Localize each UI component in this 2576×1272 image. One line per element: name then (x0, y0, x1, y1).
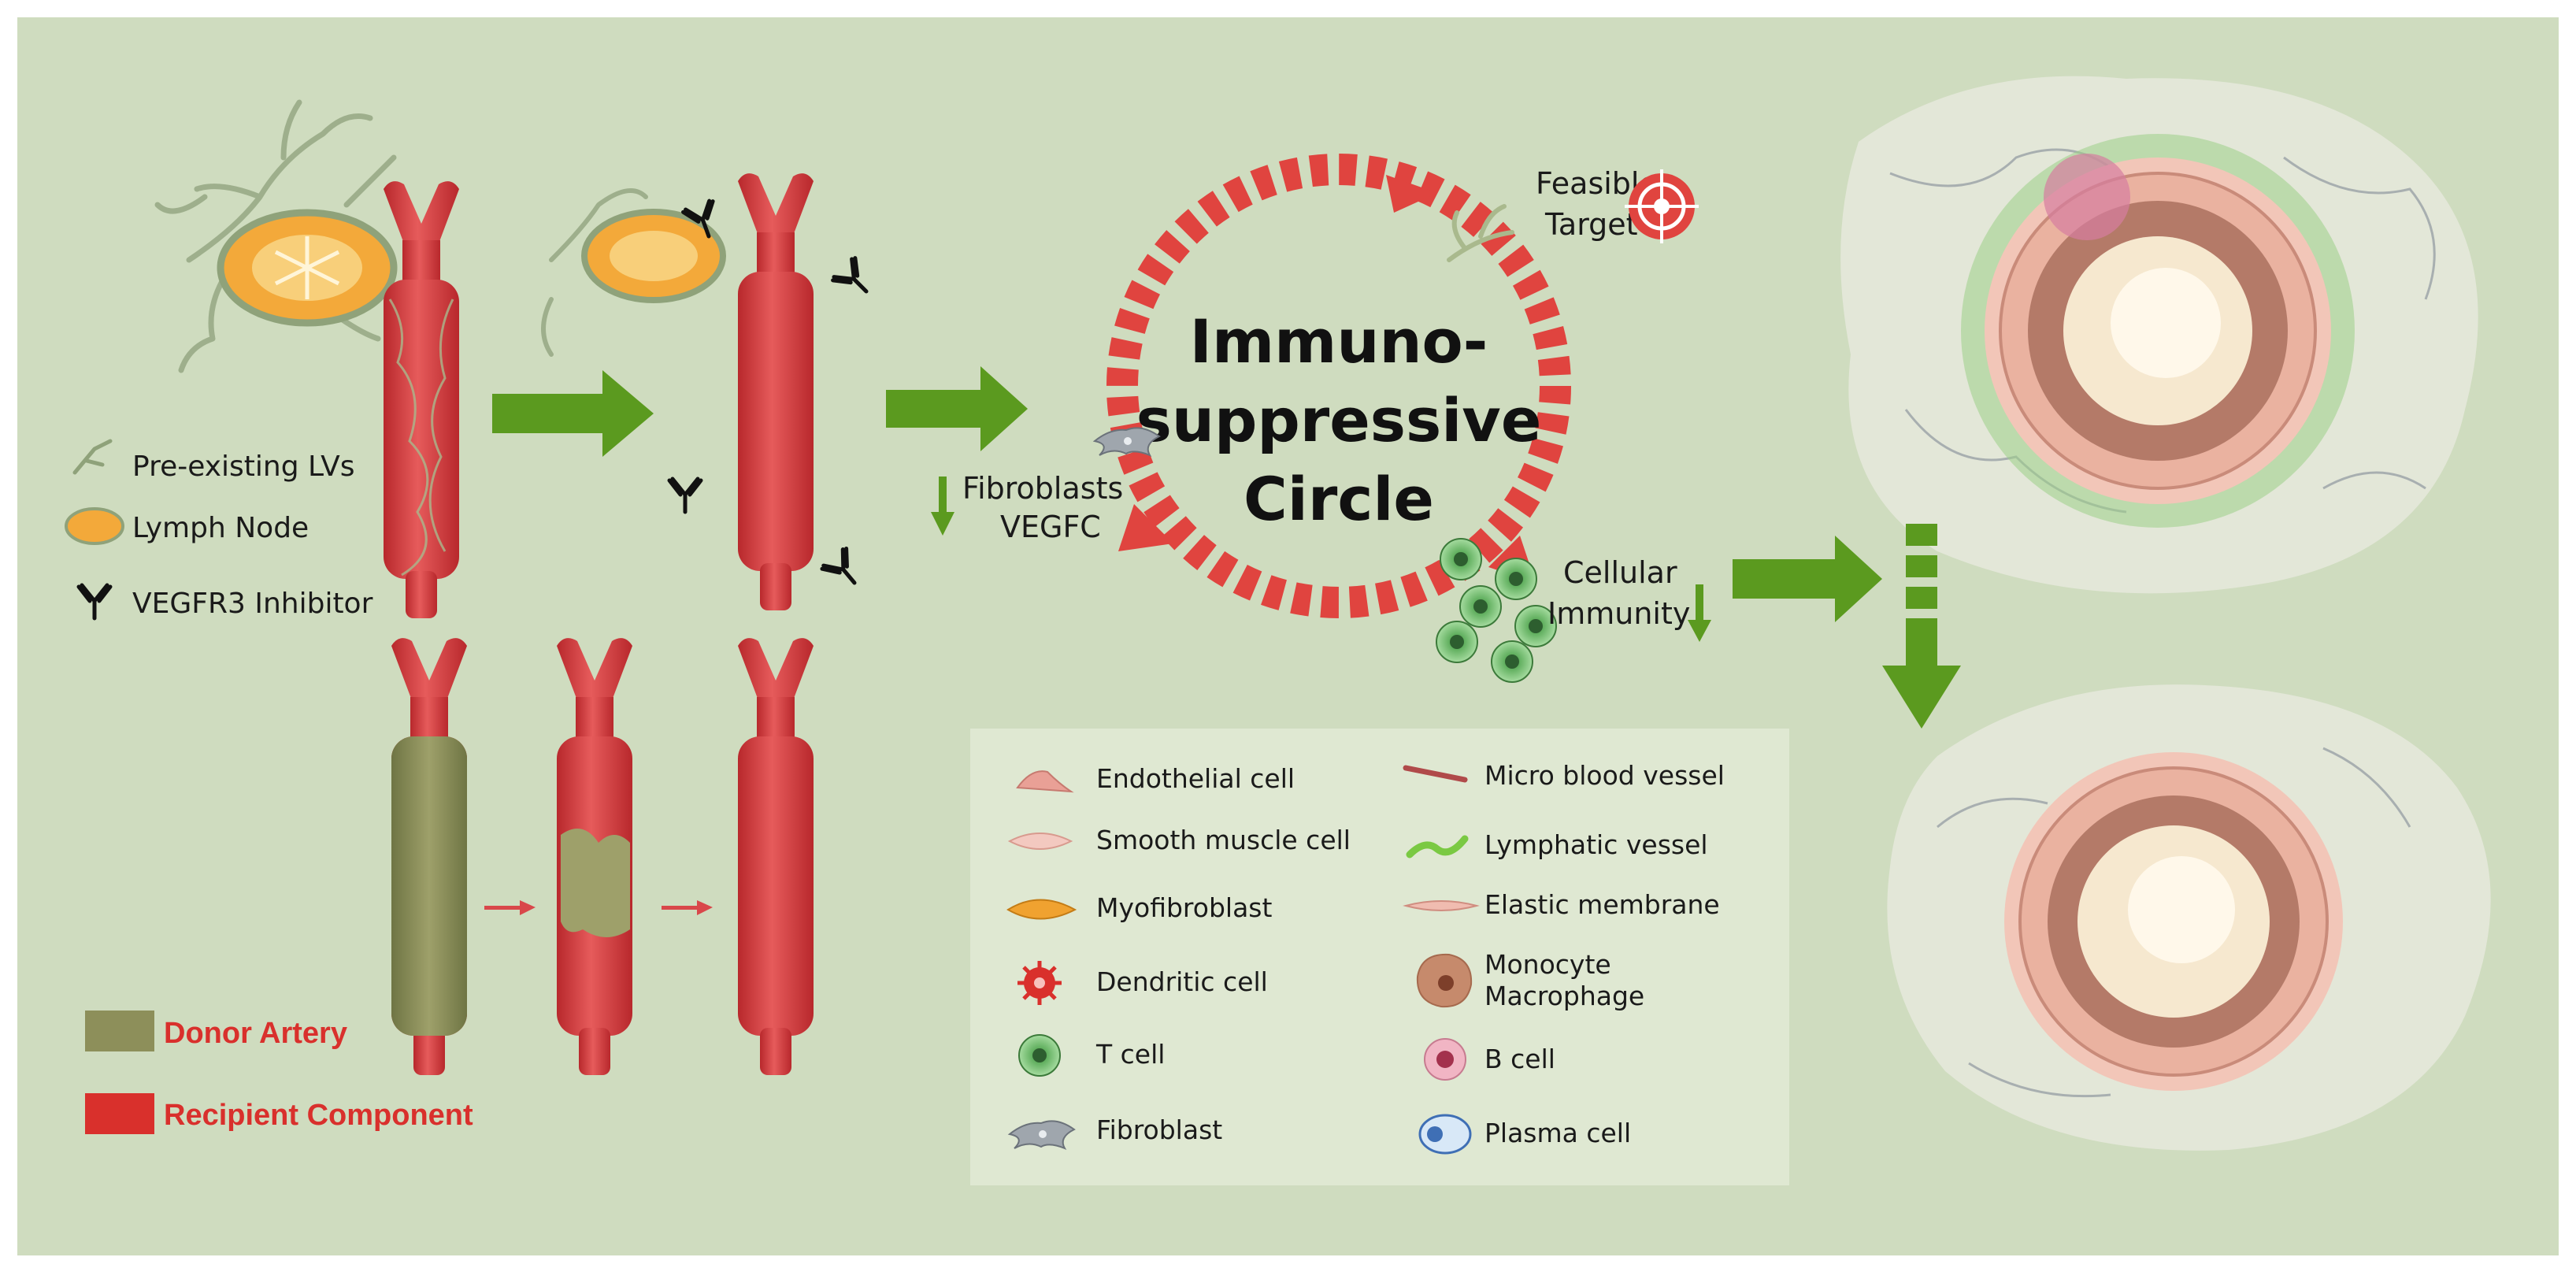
arrow-1 (492, 394, 602, 433)
micro-vessel-icon (1403, 765, 1468, 783)
elastic-membrane-icon (1403, 900, 1480, 911)
legend-vegfr3-inhibitor: VEGFR3 Inhibitor (132, 588, 373, 620)
legend-macrophage: Macrophage (1484, 981, 1644, 1011)
cross-section-resolved (1887, 684, 2491, 1151)
legend-t-cell: T cell (1095, 1039, 1165, 1070)
lymphatic-vessel-icon (1406, 835, 1469, 859)
legend-plasma: Plasma cell (1484, 1118, 1631, 1148)
circle-arrowhead-top (1386, 175, 1437, 213)
legend-fibroblast: Fibroblast (1096, 1114, 1222, 1145)
legend-lymph-node-icon (65, 507, 124, 545)
donor-artery-label: Donor Artery (164, 1017, 347, 1050)
lymph-mesh-left (388, 299, 454, 577)
recipient-component-label: Recipient Component (164, 1099, 473, 1132)
t-cell-icon (1018, 1034, 1061, 1077)
vegfc-label: VEGFC (1000, 510, 1101, 544)
endothelial-icon (1016, 770, 1074, 793)
circle-title-line1: Immuno- (1190, 306, 1488, 376)
cellular-label: Cellular (1563, 555, 1677, 590)
dendritic-icon (1017, 961, 1062, 1005)
circle-arrowhead-left (1118, 504, 1173, 551)
arrow-3 (1733, 559, 1835, 599)
target-label: Target (1544, 207, 1638, 242)
arrow-2 (886, 390, 980, 428)
donor-swatch (85, 1011, 154, 1051)
legend-elastic: Elastic membrane (1484, 889, 1720, 920)
recipient-swatch (85, 1093, 154, 1134)
monocyte-icon (1416, 953, 1473, 1008)
b-cell-icon (1424, 1038, 1466, 1081)
legend-myofibroblast: Myofibroblast (1096, 892, 1272, 923)
small-arrow-2 (662, 906, 697, 910)
feasible-target-lv-icon (1447, 204, 1514, 262)
smooth-muscle-icon (1007, 833, 1073, 850)
fibroblast-down-arrow (939, 477, 947, 512)
target-icon (1625, 169, 1699, 243)
immunity-down-arrow (1696, 584, 1703, 620)
plasma-cell-icon (1418, 1114, 1472, 1155)
lymph-network-left (154, 99, 397, 373)
legend-micro-vessel: Micro blood vessel (1484, 760, 1725, 791)
circle-title-line3: Circle (1244, 464, 1434, 534)
legend-b-cell: B cell (1484, 1044, 1555, 1074)
arrow-4-segment-1 (1906, 524, 1937, 546)
small-arrow-1 (484, 906, 520, 910)
cell-legend-box (970, 729, 1789, 1185)
legend-endothelial: Endothelial cell (1096, 763, 1295, 794)
circle-title-line2: suppressive (1136, 385, 1542, 455)
artery-donor (391, 638, 467, 1075)
lymph-network-mid (541, 188, 648, 357)
legend-pre-existing-lvs: Pre-existing LVs (132, 451, 355, 483)
lymph-node-icon (217, 209, 398, 327)
legend-dendritic: Dendritic cell (1096, 966, 1268, 997)
cross-section-inflamed (1840, 76, 2478, 594)
legend-lvs-icon (72, 439, 113, 475)
legend-lymph-node: Lymph Node (132, 512, 309, 544)
fibroblasts-label: Fibroblasts (962, 471, 1123, 506)
myofibroblast-icon (1006, 899, 1077, 920)
legend-monocyte: Monocyte (1484, 949, 1611, 980)
immunosuppressive-circle-ring (1106, 154, 1571, 618)
artery-partial (557, 638, 632, 1075)
legend-smooth-muscle: Smooth muscle cell (1096, 825, 1351, 855)
legend-lymphatic: Lymphatic vessel (1484, 829, 1708, 860)
lymph-node-mid-icon (581, 209, 726, 303)
immunity-label: Immunity (1547, 596, 1690, 631)
